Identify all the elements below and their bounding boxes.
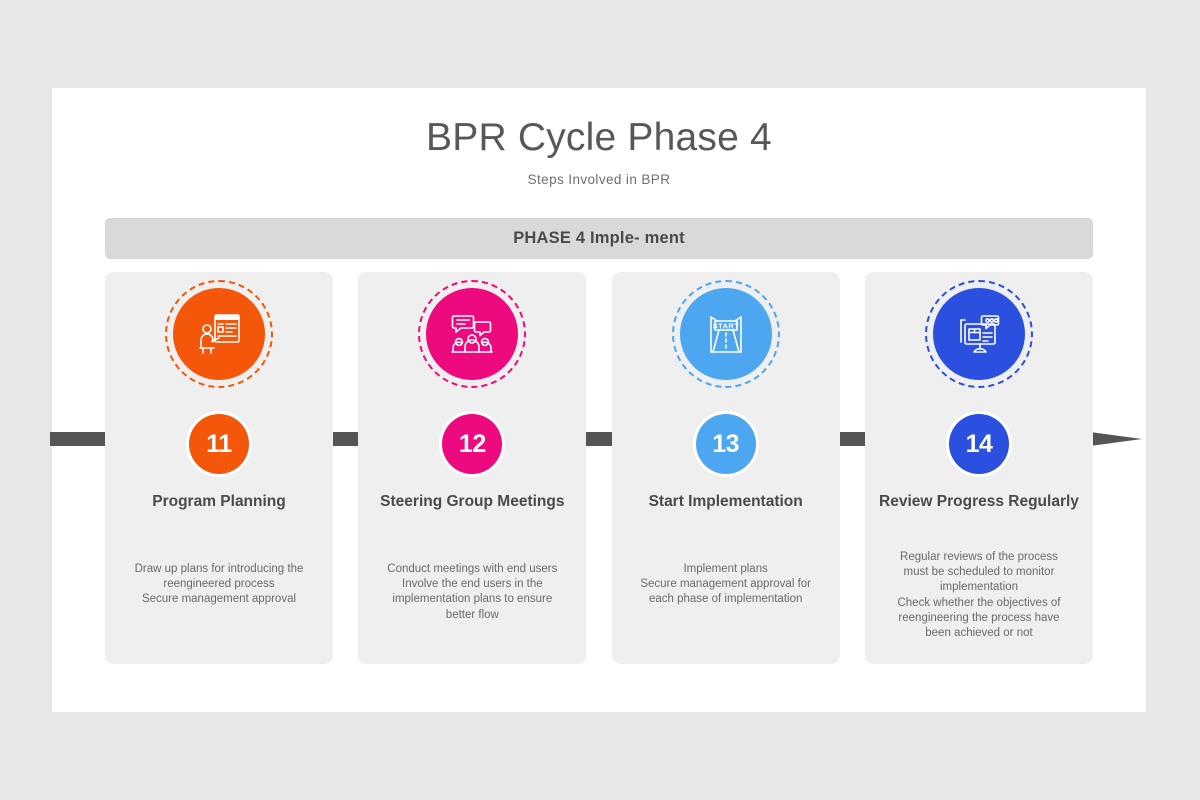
step-title-13: Start Implementation [648,493,803,510]
step-description-11: Draw up plans for introducing the reengi… [134,563,304,606]
step-card-11[interactable]: 11 Program Planning Draw up plans for in… [105,272,333,664]
step-description-12: Conduct meetings with end users Involve … [387,563,558,621]
icon-circle-12 [426,288,519,380]
icon-circle-13: START [679,288,772,380]
step-title-11: Program Planning [152,493,286,510]
step-description-13: Implement plans Secure management approv… [640,563,811,606]
page-subtitle: Steps Involved in BPR [527,172,671,187]
monitor-review-icon [960,315,1000,353]
icon-ring-13 [671,280,780,388]
step-badge-13: 13 [695,414,756,474]
step-title-14: Review Progress Regularly [879,493,1079,510]
svg-text:START: START [712,321,739,330]
group-meeting-icon [451,315,494,353]
presenter-board-icon [199,314,240,354]
slide-canvas: BPR Cycle Phase 4 Steps Involved in BPR … [50,88,1146,712]
steps-row: 11 Program Planning Draw up plans for in… [105,272,1093,664]
step-badge-12: 12 [442,414,503,474]
step-description-14: Regular reviews of the process must be s… [897,551,1061,639]
step-badge-14: 14 [948,414,1009,474]
icon-ring-12 [418,280,527,388]
start-gate-icon: START [709,316,742,353]
step-title-12: Steering Group Meetings [380,493,565,510]
step-card-13[interactable]: START 13 Start Implementation Implement … [611,272,840,664]
phase-banner: PHASE 4 Imple- ment [105,218,1093,259]
icon-circle-14 [932,288,1025,380]
step-badge-11: 11 [189,414,249,474]
icon-ring-11 [165,280,273,388]
step-card-14[interactable]: 14 Review Progress Regularly Regular rev… [864,272,1093,664]
icon-circle-11 [173,288,265,380]
step-card-12[interactable]: 12 Steering Group Meetings Conduct meeti… [358,272,587,664]
icon-ring-14 [924,280,1033,388]
page-title: BPR Cycle Phase 4 [426,116,772,159]
phase-banner-label: PHASE 4 Imple- ment [513,229,685,247]
